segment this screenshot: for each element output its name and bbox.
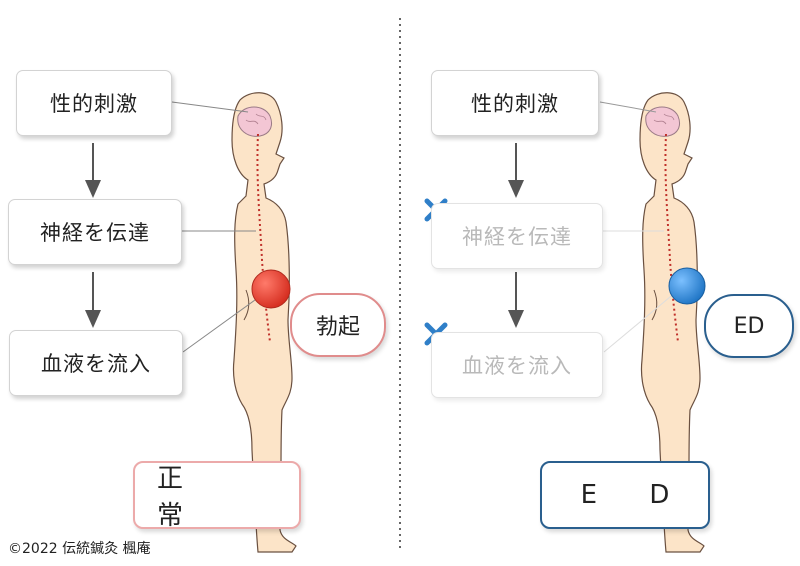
left-reaction-bubble: 勃起	[290, 293, 386, 357]
right-line-brain	[599, 101, 657, 113]
left-line-brain	[171, 101, 249, 113]
right-line-pelvis	[603, 291, 677, 353]
right-step-blood-inflow: 血液を流入	[431, 332, 603, 398]
left-result-box: 正 常	[133, 461, 301, 531]
right-reaction-bubble: ED	[704, 294, 794, 358]
right-pelvic-ball	[668, 267, 706, 305]
left-step-sexual-stimulus: 性的刺激	[16, 70, 172, 136]
left-step-nerve-transmission: 神経を伝達	[8, 199, 182, 265]
left-line-pelvis	[182, 291, 267, 353]
right-result-box: E D	[540, 461, 710, 529]
left-pelvic-ball	[251, 269, 291, 309]
right-step-sexual-stimulus: 性的刺激	[431, 70, 599, 136]
left-step-blood-inflow: 血液を流入	[9, 330, 183, 396]
right-step-nerve-transmission: 神経を伝達	[431, 203, 603, 269]
copyright-text: ©2022 伝統鍼灸 楓庵	[8, 541, 151, 557]
